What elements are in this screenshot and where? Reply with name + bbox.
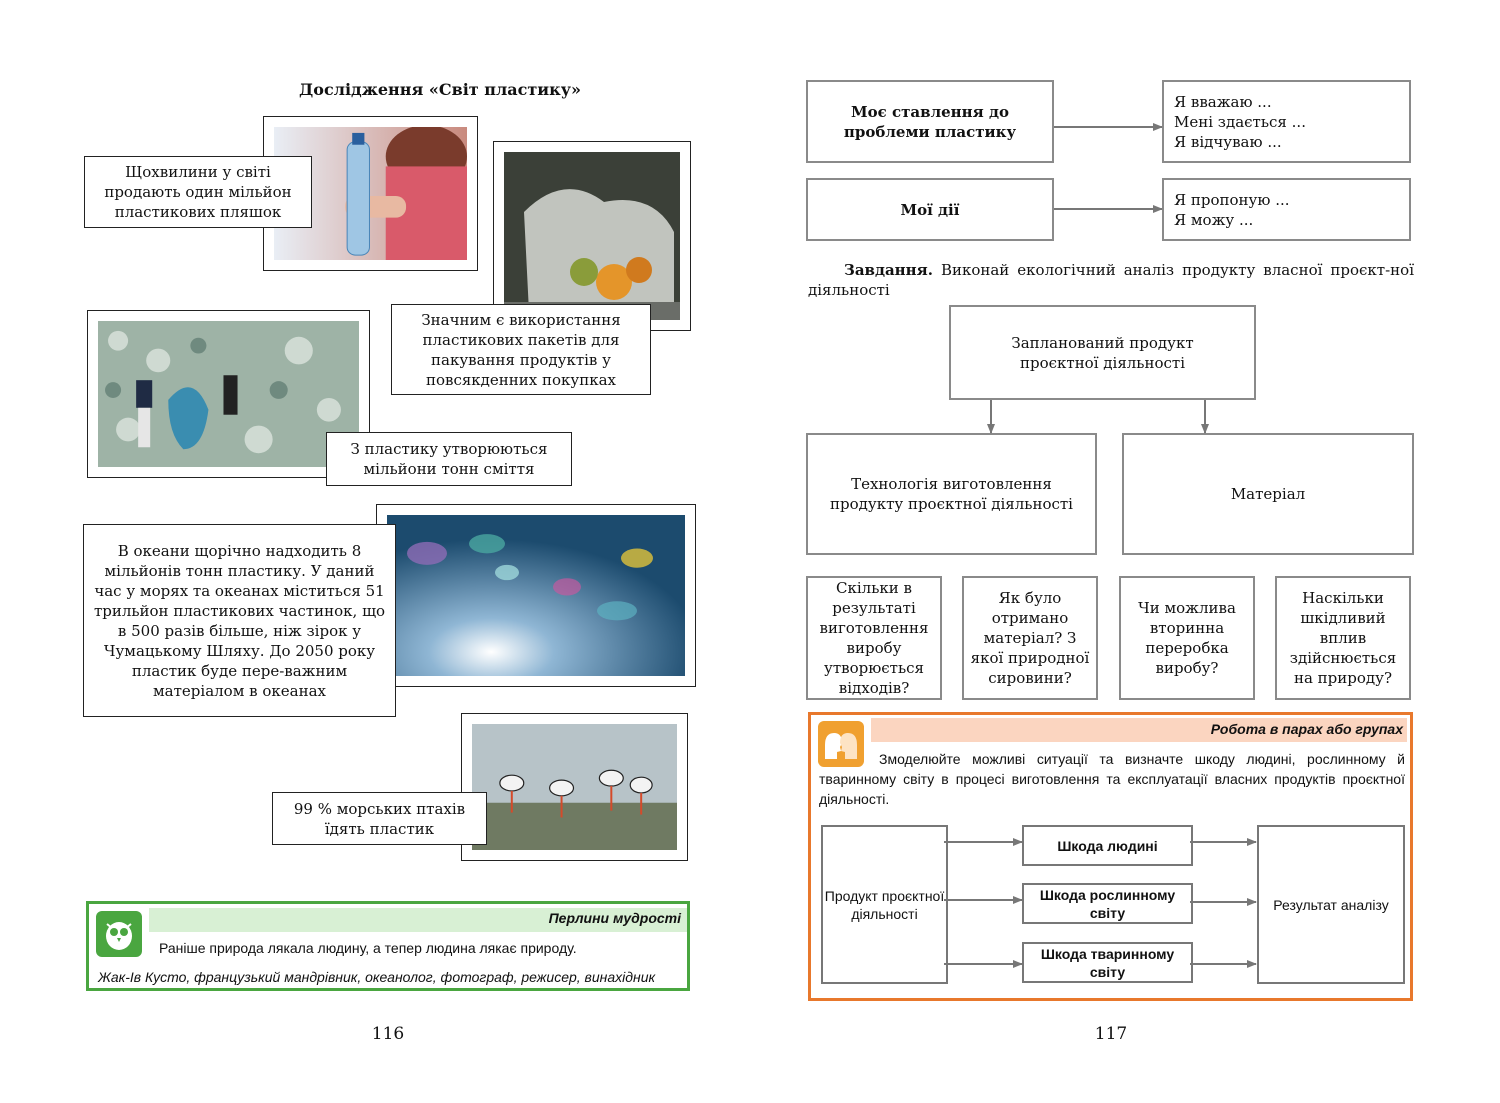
- attitude-phrase: Я вважаю ...: [1174, 92, 1272, 111]
- two-heads-icon: [818, 721, 864, 767]
- task-paragraph: Завдання. Виконай екологічний аналіз про…: [808, 260, 1414, 300]
- product-box: Продукт проєктної діяльності: [821, 825, 948, 984]
- result-box: Результат аналізу: [1257, 825, 1405, 984]
- caption-birds: 99 % морських птахів їдять пластик: [272, 792, 487, 845]
- harm-animal-box: Шкода тваринному світу: [1022, 942, 1193, 983]
- wisdom-header-bar: [149, 908, 687, 932]
- wisdom-box: Перлини мудрості Раніше природа лякала л…: [86, 901, 690, 991]
- harm-human-box: Шкода людині: [1022, 825, 1193, 866]
- ocean-plastic-photo: [376, 504, 696, 687]
- caption-bottles: Щохвилини у світі продають один мільйон …: [84, 156, 312, 228]
- storks-photo: [461, 713, 688, 861]
- question-box: Чи можлива вторинна переробка виробу?: [1119, 576, 1255, 700]
- actions-phrases-box: Я пропоную ... Я можу ...: [1162, 178, 1411, 241]
- caption-trash: З пластику утворюються мільйони тонн смі…: [326, 432, 572, 486]
- actions-phrase: Я можу ...: [1174, 210, 1254, 229]
- actions-label-box: Мої дії: [806, 178, 1054, 241]
- question-box: Скільки в результаті виготовлення виробу…: [806, 576, 942, 700]
- page-number-right: 117: [1094, 1024, 1128, 1044]
- wisdom-header: Перлини мудрості: [548, 910, 681, 926]
- pairs-work-box: Робота в парах або групах Змоделюйте мож…: [808, 712, 1413, 1001]
- question-box: Як було отримано матеріал? З якої природ…: [962, 576, 1098, 700]
- wisdom-author: Жак-Ів Кусто, французький мандрівник, ок…: [98, 969, 656, 985]
- plastic-trash-photo: [87, 310, 370, 478]
- pairs-header-bar: [871, 718, 1407, 742]
- diagram-root-box: Запланований продукт проєктної діяльност…: [949, 305, 1256, 400]
- page-title: Дослідження «Світ пластику»: [299, 80, 581, 99]
- caption-ocean: В океани щорічно надходить 8 мільйонів т…: [83, 524, 396, 717]
- plastic-bags-photo: [493, 141, 691, 331]
- actions-phrase: Я пропоную ...: [1174, 190, 1290, 209]
- bottle-photo: [263, 116, 478, 271]
- harm-plant-box: Шкода рослинному світу: [1022, 883, 1193, 924]
- attitude-phrase: Мені здається ...: [1174, 112, 1306, 131]
- task-text: Виконай екологічний аналіз продукту влас…: [808, 261, 1414, 299]
- pairs-header: Робота в парах або групах: [1210, 721, 1403, 737]
- question-box: Наскільки шкідливий вплив здійснюється н…: [1275, 576, 1411, 700]
- owl-icon: [96, 911, 142, 957]
- attitude-phrases-box: Я вважаю ... Мені здається ... Я відчува…: [1162, 80, 1411, 163]
- task-label: Завдання.: [844, 261, 933, 279]
- caption-bags: Значним є використання пластикових пакет…: [391, 304, 651, 395]
- attitude-phrase: Я відчуваю ...: [1174, 132, 1282, 151]
- pairs-text: Змоделюйте можливі ситуації та визначте …: [819, 751, 1405, 807]
- wisdom-quote: Раніше природа лякала людину, а тепер лю…: [159, 940, 577, 956]
- page-number-left: 116: [371, 1024, 405, 1044]
- diagram-technology-box: Технологія виготовлення продукту проєктн…: [806, 433, 1097, 555]
- attitude-label-box: Моє ставлення до проблеми пластику: [806, 80, 1054, 163]
- diagram-material-box: Матеріал: [1122, 433, 1414, 555]
